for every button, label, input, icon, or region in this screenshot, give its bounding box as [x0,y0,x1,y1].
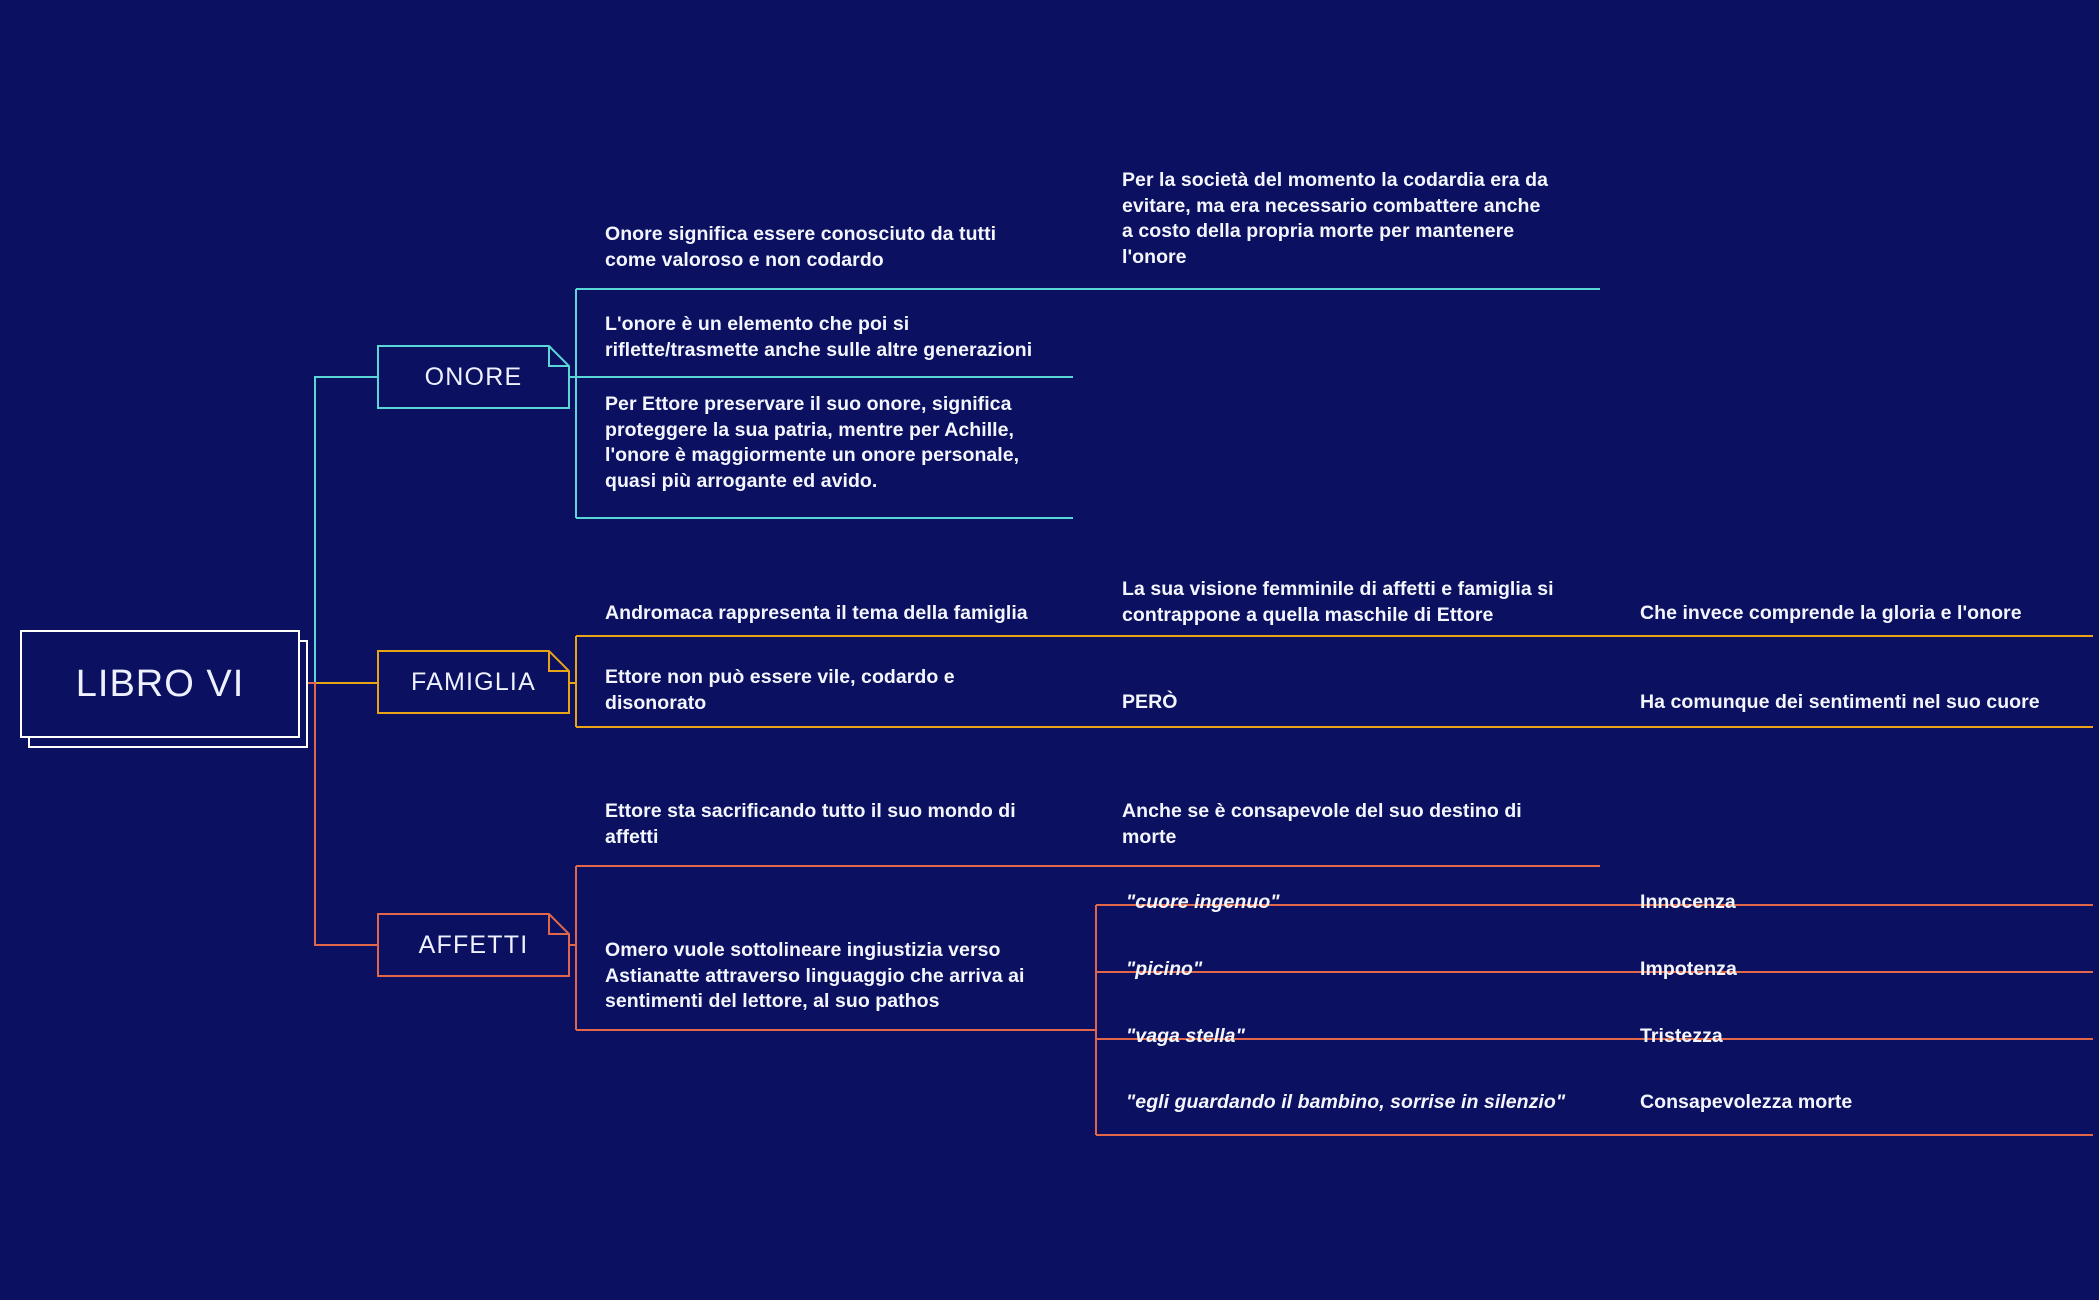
branch-node-affetti[interactable]: AFFETTI [377,913,570,977]
leaf-quote-3: "vaga stella" [1126,1025,1245,1047]
branch-label-onore: ONORE [424,362,523,391]
leaf-quote-3-meaning: Tristezza [1640,1025,1723,1047]
leaf-famiglia-1-sub: La sua visione femminile di affetti e fa… [1122,578,1554,626]
leaf-affetti-1-sub: Anche se è consapevole del suo destino d… [1122,800,1522,848]
leaf-onore-1: Onore significa essere conosciuto da tut… [605,223,997,271]
leaf-quote-2-meaning: Impotenza [1640,958,1737,980]
leaf-famiglia-2-sub2: Ha comunque dei sentimenti nel suo cuore [1640,691,2040,713]
leaf-quote-2: "picino" [1126,958,1203,980]
leaf-famiglia-1-sub2: Che invece comprende la gloria e l'onore [1640,602,2022,624]
note-shape-affetti [377,913,570,977]
branch-node-onore[interactable]: ONORE [377,345,570,409]
leaf-quote-4-meaning: Consapevolezza morte [1640,1091,1853,1113]
wire-root-affetti [300,682,377,946]
leaf-affetti-1: Ettore sta sacrificando tutto il suo mon… [605,800,1016,848]
branch-label-famiglia: FAMIGLIA [411,667,536,696]
leaf-onore-2: L'onore è un elemento che poi si riflett… [605,313,1033,361]
leaf-onore-1-sub: Per la società del momento la codardia e… [1122,169,1548,269]
note-shape-famiglia [377,650,570,714]
leaf-quote-4: "egli guardando il bambino, sorrise in s… [1126,1091,1566,1113]
leaf-famiglia-1: Andromaca rappresenta il tema della fami… [605,602,1028,624]
leaf-affetti-2: Omero vuole sottolineare ingiustizia ver… [605,939,1025,1013]
leaf-quote-1-meaning: Innocenza [1640,891,1736,913]
leaf-famiglia-2: Ettore non può essere vile, codardo e di… [605,666,955,714]
root-label: LIBRO VI [75,662,245,705]
branch-label-affetti: AFFETTI [418,930,529,959]
note-shape-onore [377,345,570,409]
branch-node-famiglia[interactable]: FAMIGLIA [377,650,570,714]
leaf-famiglia-2-sub: PERÒ [1122,691,1178,713]
wire-root-onore [300,376,377,684]
leaf-quote-1: "cuore ingenuo" [1126,891,1280,913]
root-node[interactable]: LIBRO VI [20,630,300,738]
leaf-onore-3: Per Ettore preservare il suo onore, sign… [605,393,1020,493]
